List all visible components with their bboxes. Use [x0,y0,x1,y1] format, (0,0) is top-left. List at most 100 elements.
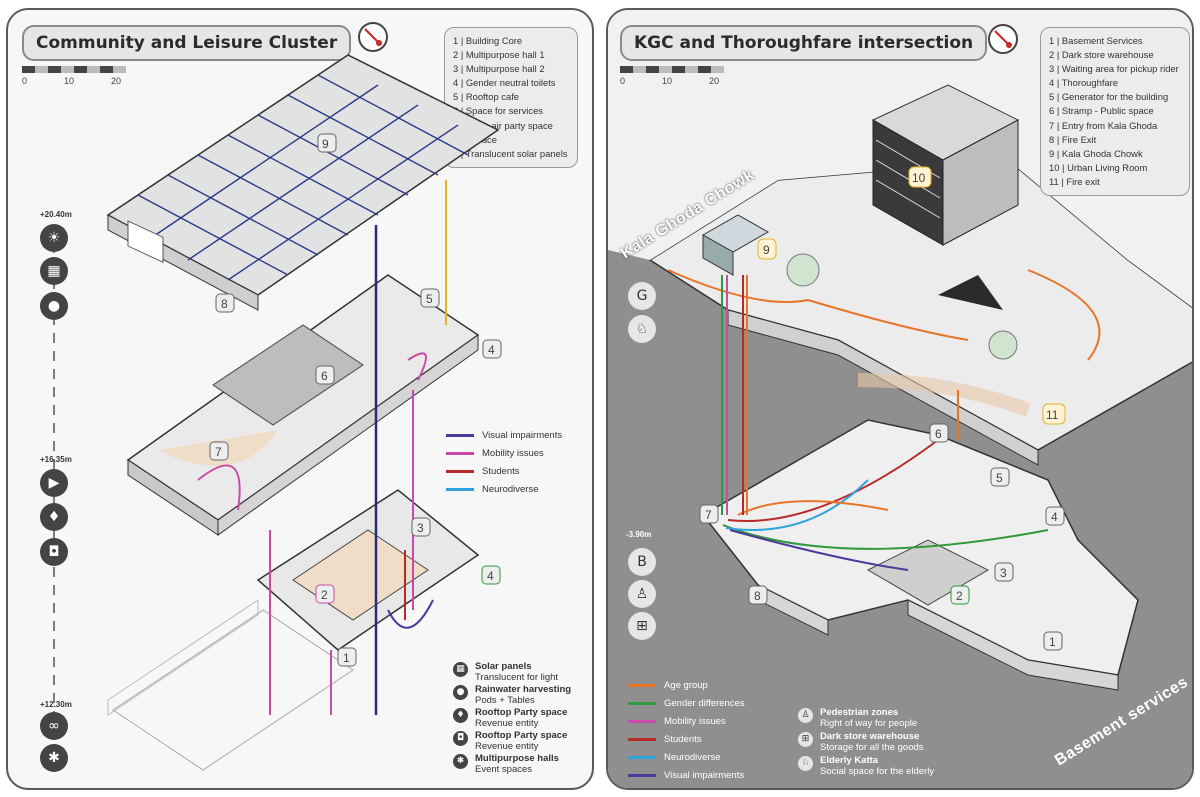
key-item: 5 | Rooftop cafe [453,91,520,103]
icon-legend-title: Multipurpose halls [475,753,559,764]
legend-label: Age group [664,680,708,691]
coffee-cup-icon: ◘ [40,538,68,566]
icon-legend-sub: Right of way for people [820,717,918,729]
legend-swatch [446,434,474,437]
tag-8: 8 [754,589,761,603]
tag-1: 1 [343,651,350,665]
level-label: -3.90m [626,530,652,539]
legend-item: Neurodiverse [446,484,539,495]
icon-legend-title: Dark store warehouse [820,731,920,742]
icon-legend-sub: Revenue entity [475,740,539,752]
key-item: 9 | Translucent solar panels [453,147,568,159]
key-item: 8 | Fire Exit [1049,133,1097,145]
legend-item: Age group [628,680,708,691]
key-item: 4 | Thoroughfare [1049,77,1118,89]
icon-legend-sub: Event spaces [475,763,533,775]
icon-legend-title: Rainwater harvesting [475,684,572,695]
tag-7: 7 [215,445,222,459]
legend-item: Visual impairments [628,770,744,781]
tag-6: 6 [321,369,328,383]
icon-legend-sub: Pods + Tables [475,694,535,706]
party-popper-icon: ✱ [40,744,68,772]
icon-legend-sub: Revenue entity [475,717,539,729]
water-drop-icon: ● [453,685,468,700]
legend-item: Visual impairments [446,430,562,441]
right-panel-title: KGC and Thoroughfare intersection [620,25,988,61]
sun-icon: ☀ [40,224,68,252]
legend-item: Gender differences [628,698,745,709]
legend-swatch [628,684,656,687]
left-axonometric-drawing: 9 8 5 4 6 7 3 4 2 1 [53,54,502,771]
tag-11: 11 [1046,408,1059,422]
level-label: +12.30m [40,700,72,709]
legend-label: Neurodiverse [482,484,539,495]
tag-8: 8 [221,297,228,311]
key-item: 1 | Building Core [453,35,523,46]
key-item: 5 | Generator for the building [1049,91,1169,103]
icon-legend-sub: Social space for the elderly [820,765,935,777]
play-icon: ▶ [40,469,68,497]
legend-label: Mobility issues [482,448,544,459]
legend-label: Mobility issues [664,716,726,727]
scale-label: 0 [620,76,626,86]
link-icon: ∞ [40,712,68,740]
scale-label: 10 [662,76,673,86]
basement-b-icon: B [628,548,656,576]
key-item: 7 | Open air party space [453,119,553,131]
icon-legend-title: Pedestrian zones [820,707,899,718]
key-item: 3 | Multipurpose hall 2 [453,63,545,75]
legend-label: Visual impairments [664,770,745,781]
scale-label: 20 [111,76,122,86]
pedestrian-icon: ♙ [628,580,656,608]
north-compass-icon [358,22,388,52]
scale-label: 20 [709,76,720,86]
coffee-cup-icon: ◘ [453,731,468,746]
tag-7: 7 [705,508,712,522]
icon-legend-title: Rooftop Party space [475,730,568,741]
tag-3: 3 [1000,566,1007,580]
legend-item: Students [446,466,520,477]
tag-5: 5 [996,471,1003,485]
legend-label: Neurodiverse [664,752,721,763]
water-drop-icon: ● [40,292,68,320]
north-compass-icon [988,24,1018,54]
level-label: +20.40m [40,210,72,219]
legend-swatch [628,774,656,777]
tag-4: 4 [1051,510,1058,524]
tag-4: 4 [488,343,495,357]
scale-label: 10 [64,76,75,86]
diagram-number-tags: 9 8 5 4 6 7 3 4 2 1 [209,133,502,667]
tag-6: 6 [935,427,942,441]
tag-9: 9 [322,137,329,151]
party-popper-icon: ✱ [453,754,468,769]
right-scale-bar: 0 10 20 [620,66,724,90]
solar-panel-icon: ▦ [40,257,68,285]
legend-swatch [446,452,474,455]
tag-2: 2 [956,589,963,603]
icon-legend-sub: Translucent for light [475,671,559,683]
party-glasses-icon: ♦ [40,503,68,531]
key-item: 3 | Waiting area for pickup rider [1049,63,1179,75]
icon-legend-title: Rooftop Party space [475,707,568,718]
legend-item: Mobility issues [628,716,726,727]
party-glasses-icon: ♦ [453,708,468,723]
key-item: 10 | Urban Living Room [1049,161,1148,173]
legend-swatch [628,702,656,705]
key-item: 1 | Basement Services [1049,35,1143,46]
legend-label: Students [664,734,702,745]
right-key-list: 1 | Basement Services 2 | Dark store war… [1040,27,1190,197]
scale-label: 0 [22,76,28,86]
legend-swatch [446,470,474,473]
shopping-cart-icon: ⊞ [628,612,656,640]
tag-3: 3 [417,521,424,535]
legend-label: Students [482,466,520,477]
tag-1: 1 [1049,635,1056,649]
legend-swatch [628,756,656,759]
shopping-cart-icon: ⊞ [798,732,813,747]
tag-10: 10 [912,171,926,185]
